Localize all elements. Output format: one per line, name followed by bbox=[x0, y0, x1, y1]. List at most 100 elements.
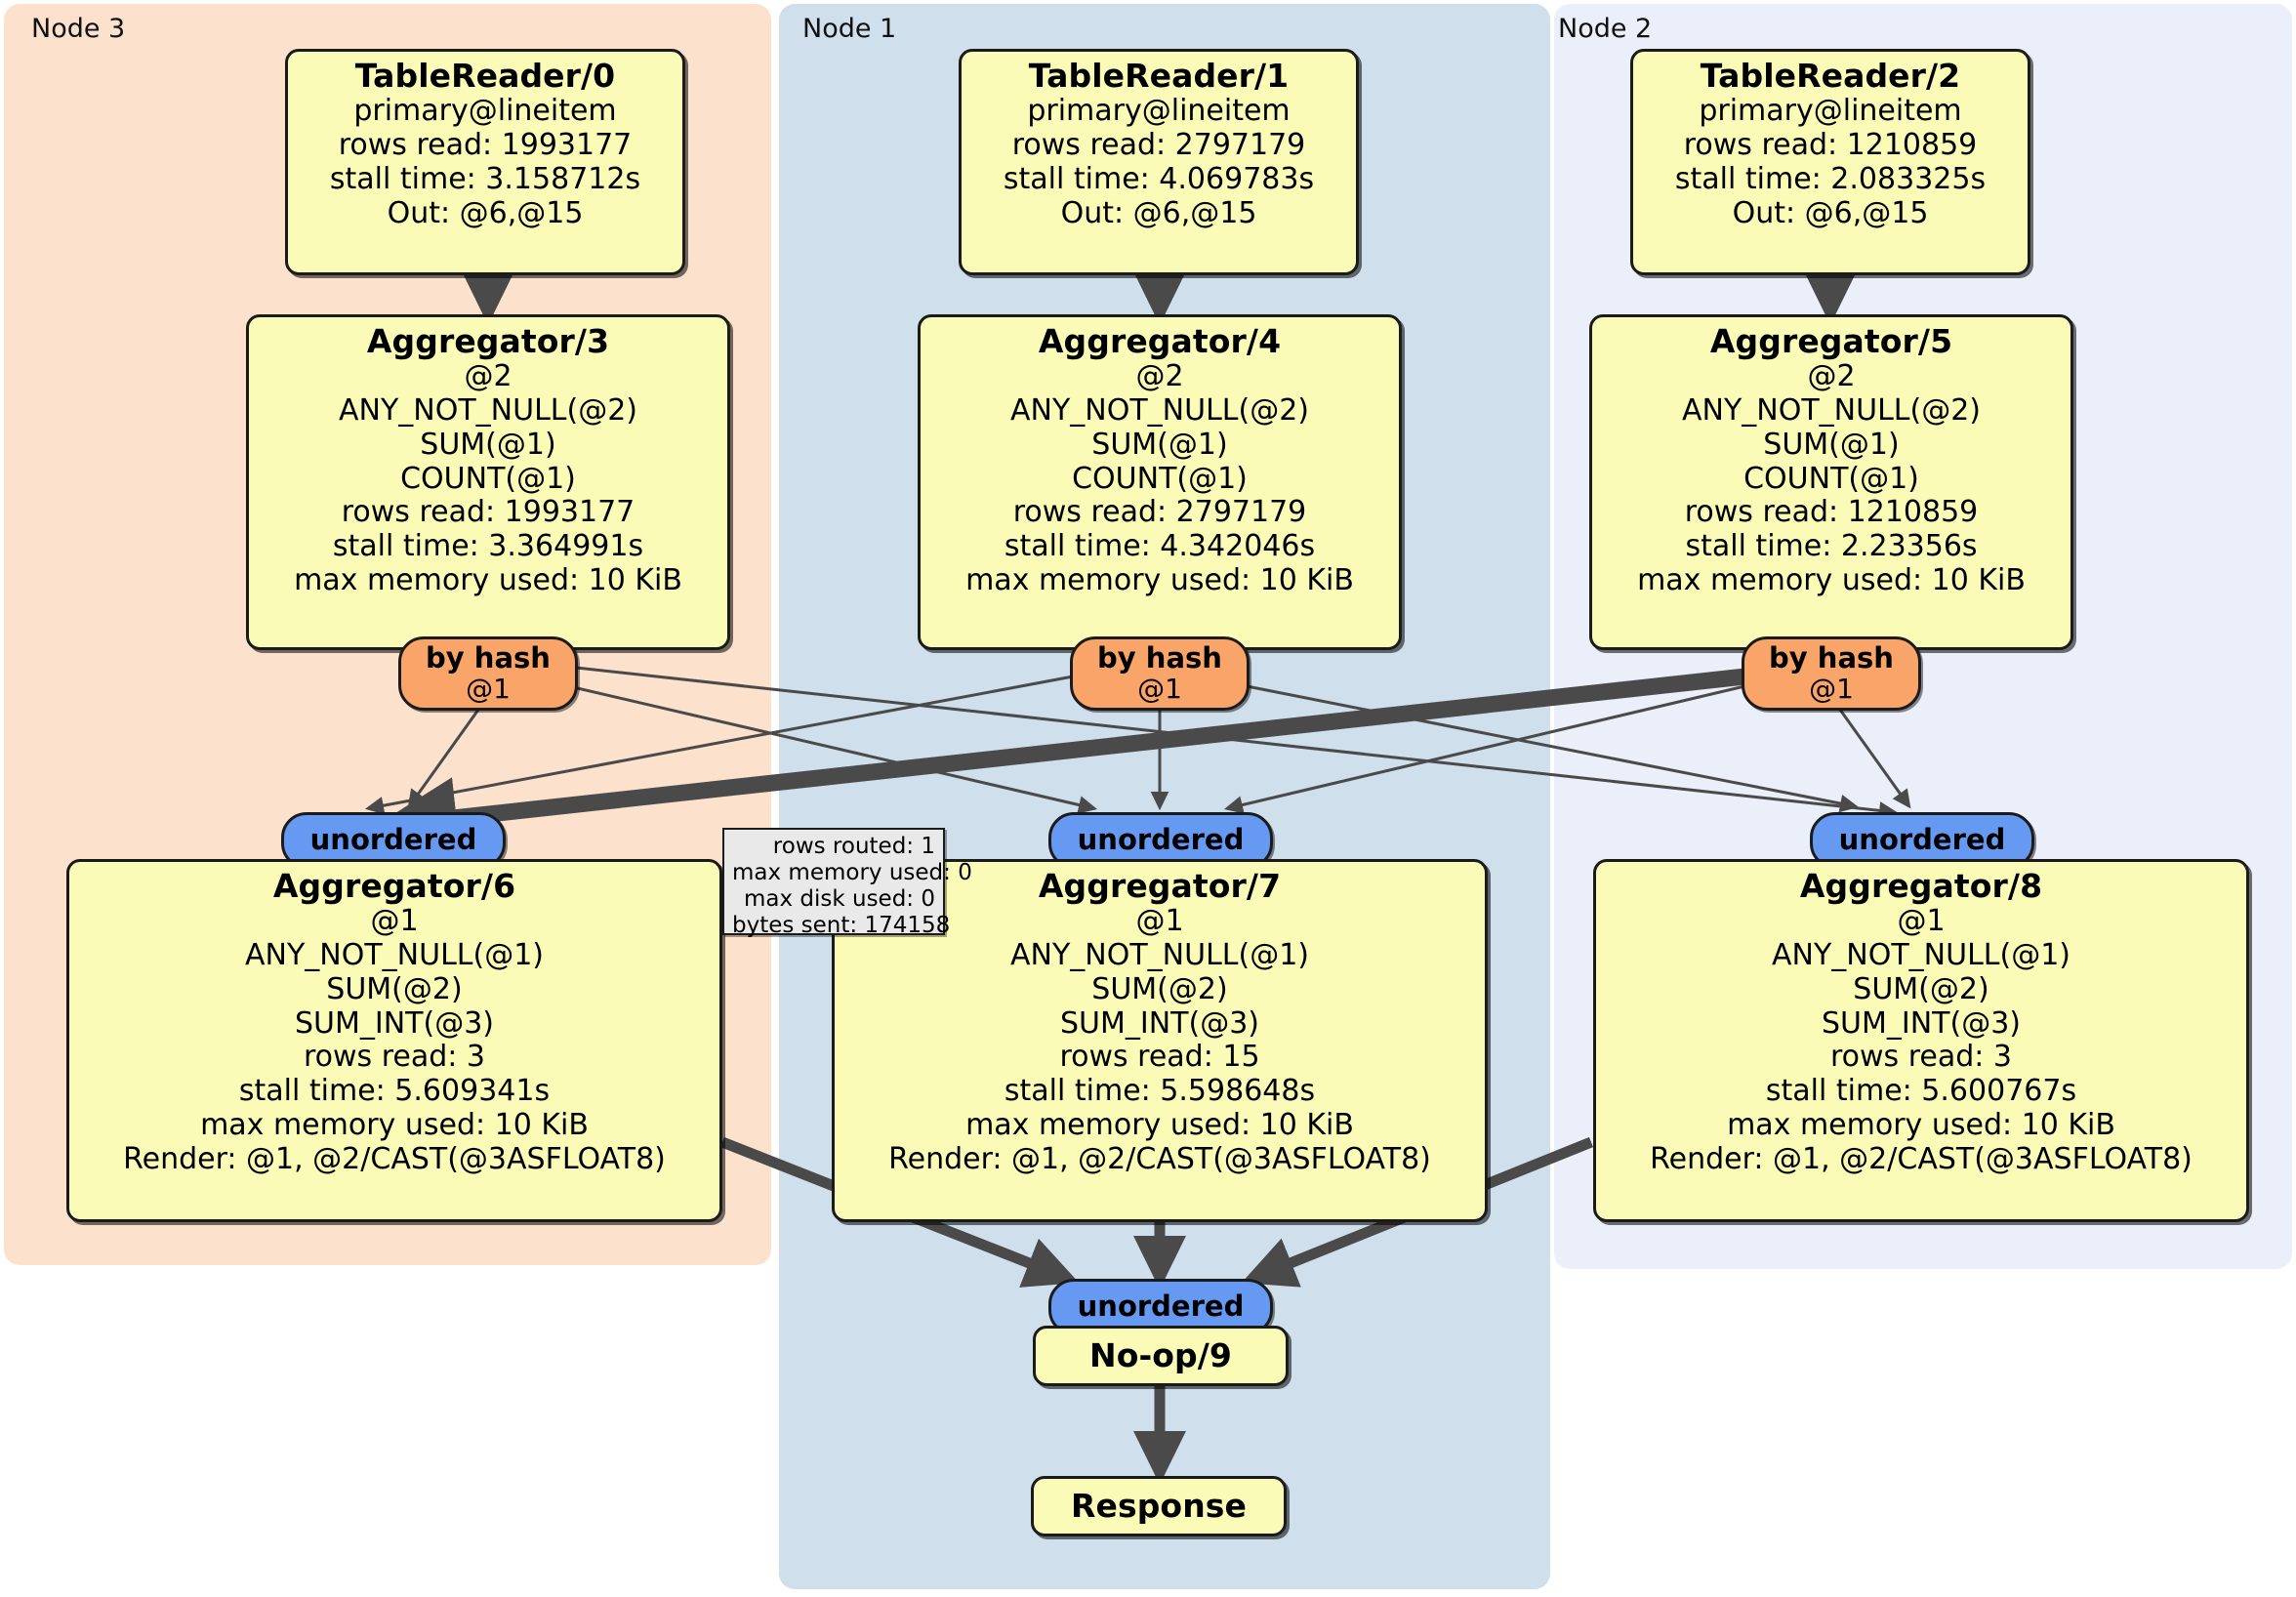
operator-rows-read: rows read: 3 bbox=[303, 1040, 486, 1075]
operator-out-columns: Out: @6,@15 bbox=[1732, 195, 1929, 230]
router-label: by hash bbox=[1769, 640, 1894, 675]
operator-agg-func: SUM(@2) bbox=[326, 971, 463, 1006]
operator-rows-read: rows read: 2797179 bbox=[1012, 495, 1307, 530]
operator-aggregator-5[interactable]: Aggregator/5 @2 ANY_NOT_NULL(@2) SUM(@1)… bbox=[1589, 314, 2073, 650]
operator-group-col: @1 bbox=[370, 904, 419, 939]
router-stats-tooltip: rows routed: 1 max memory used: 0 max di… bbox=[722, 828, 972, 938]
router-column: @1 bbox=[466, 672, 511, 705]
operator-rows-read: rows read: 1993177 bbox=[341, 495, 636, 530]
input-label: unordered bbox=[1077, 1290, 1245, 1324]
stat-max-memory-used: max memory used: 0 bbox=[732, 860, 972, 886]
operator-title: Aggregator/5 bbox=[1709, 322, 1953, 360]
operator-agg-func: SUM(@1) bbox=[1091, 427, 1228, 462]
operator-stall-time: stall time: 2.083325s bbox=[1674, 161, 1987, 196]
router-by-hash-node3[interactable]: by hash @1 bbox=[398, 636, 578, 711]
operator-agg-func: SUM_INT(@3) bbox=[1060, 1005, 1259, 1041]
operator-max-memory: max memory used: 10 KiB bbox=[965, 563, 1354, 598]
operator-response[interactable]: Response bbox=[1031, 1476, 1287, 1536]
operator-title: TableReader/1 bbox=[1028, 57, 1290, 95]
operator-stall-time: stall time: 5.600767s bbox=[1765, 1074, 2077, 1109]
node-panel-label-node1: Node 1 bbox=[802, 14, 897, 44]
operator-agg-func: ANY_NOT_NULL(@1) bbox=[245, 938, 544, 973]
operator-title: TableReader/2 bbox=[1700, 57, 1961, 95]
operator-agg-func: SUM_INT(@3) bbox=[295, 1005, 494, 1041]
operator-aggregator-4[interactable]: Aggregator/4 @2 ANY_NOT_NULL(@2) SUM(@1)… bbox=[918, 314, 1402, 650]
router-label: by hash bbox=[426, 640, 551, 675]
operator-tablereader-0[interactable]: TableReader/0 primary@lineitem rows read… bbox=[285, 49, 685, 275]
operator-aggregator-7[interactable]: Aggregator/7 @1 ANY_NOT_NULL(@1) SUM(@2)… bbox=[832, 859, 1488, 1222]
operator-detail: primary@lineitem bbox=[1699, 94, 1962, 129]
operator-agg-func: ANY_NOT_NULL(@2) bbox=[1682, 393, 1981, 429]
operator-out-columns: Out: @6,@15 bbox=[387, 195, 584, 230]
operator-title: Aggregator/3 bbox=[366, 322, 610, 360]
input-label: unordered bbox=[1838, 823, 2006, 857]
input-label: unordered bbox=[1077, 823, 1245, 857]
operator-title: No-op/9 bbox=[1089, 1335, 1232, 1374]
operator-max-memory: max memory used: 10 KiB bbox=[200, 1108, 589, 1143]
operator-tablereader-2[interactable]: TableReader/2 primary@lineitem rows read… bbox=[1630, 49, 2030, 275]
operator-agg-func: SUM(@1) bbox=[1763, 427, 1900, 462]
operator-group-col: @2 bbox=[464, 359, 512, 394]
operator-agg-func: ANY_NOT_NULL(@1) bbox=[1772, 938, 2070, 973]
node-panel-label-node3: Node 3 bbox=[31, 14, 126, 44]
router-by-hash-node1[interactable]: by hash @1 bbox=[1070, 636, 1250, 711]
operator-stall-time: stall time: 4.069783s bbox=[1003, 161, 1315, 196]
operator-title: Aggregator/7 bbox=[1038, 867, 1282, 905]
operator-agg-func: SUM(@2) bbox=[1853, 971, 1989, 1006]
operator-stall-time: stall time: 3.364991s bbox=[332, 529, 644, 564]
operator-max-memory: max memory used: 10 KiB bbox=[294, 563, 682, 598]
operator-title: TableReader/0 bbox=[354, 57, 616, 95]
stat-max-disk-used: max disk used: 0 bbox=[743, 886, 935, 913]
operator-rows-read: rows read: 1993177 bbox=[338, 128, 633, 163]
operator-stall-time: stall time: 3.158712s bbox=[329, 161, 641, 196]
operator-render: Render: @1, @2/CAST(@3ASFLOAT8) bbox=[123, 1141, 666, 1176]
operator-agg-func: SUM(@1) bbox=[420, 427, 556, 462]
node-panel-label-node2: Node 2 bbox=[1558, 14, 1653, 44]
operator-rows-read: rows read: 15 bbox=[1059, 1040, 1260, 1075]
operator-agg-func: COUNT(@1) bbox=[1072, 461, 1248, 496]
operator-agg-func: COUNT(@1) bbox=[400, 461, 576, 496]
operator-agg-func: ANY_NOT_NULL(@2) bbox=[1010, 393, 1309, 429]
operator-stall-time: stall time: 5.598648s bbox=[1004, 1074, 1316, 1109]
router-label: by hash bbox=[1097, 640, 1222, 675]
operator-agg-func: SUM(@2) bbox=[1091, 971, 1228, 1006]
operator-title: Aggregator/6 bbox=[272, 867, 516, 905]
operator-agg-func: ANY_NOT_NULL(@1) bbox=[1010, 938, 1309, 973]
operator-render: Render: @1, @2/CAST(@3ASFLOAT8) bbox=[888, 1141, 1431, 1176]
input-unordered-node2[interactable]: unordered bbox=[1810, 812, 2034, 869]
operator-aggregator-3[interactable]: Aggregator/3 @2 ANY_NOT_NULL(@2) SUM(@1)… bbox=[246, 314, 730, 650]
operator-tablereader-1[interactable]: TableReader/1 primary@lineitem rows read… bbox=[959, 49, 1359, 275]
operator-noop-9[interactable]: No-op/9 bbox=[1033, 1326, 1289, 1386]
operator-detail: primary@lineitem bbox=[1027, 94, 1291, 129]
operator-stall-time: stall time: 4.342046s bbox=[1004, 529, 1316, 564]
operator-max-memory: max memory used: 10 KiB bbox=[965, 1108, 1354, 1143]
stat-bytes-sent: bytes sent: 174158 bbox=[732, 913, 951, 939]
operator-group-col: @2 bbox=[1807, 359, 1856, 394]
operator-max-memory: max memory used: 10 KiB bbox=[1637, 563, 2026, 598]
operator-out-columns: Out: @6,@15 bbox=[1060, 195, 1257, 230]
operator-group-col: @1 bbox=[1135, 904, 1184, 939]
operator-agg-func: COUNT(@1) bbox=[1743, 461, 1919, 496]
operator-aggregator-6[interactable]: Aggregator/6 @1 ANY_NOT_NULL(@1) SUM(@2)… bbox=[66, 859, 722, 1222]
operator-aggregator-8[interactable]: Aggregator/8 @1 ANY_NOT_NULL(@1) SUM(@2)… bbox=[1593, 859, 2249, 1222]
operator-title: Aggregator/4 bbox=[1038, 322, 1282, 360]
operator-agg-func: ANY_NOT_NULL(@2) bbox=[339, 393, 637, 429]
router-column: @1 bbox=[1137, 672, 1182, 705]
operator-detail: primary@lineitem bbox=[353, 94, 617, 129]
stat-rows-routed: rows routed: 1 bbox=[772, 834, 935, 859]
operator-agg-func: SUM_INT(@3) bbox=[1822, 1005, 2021, 1041]
input-label: unordered bbox=[309, 823, 477, 857]
operator-rows-read: rows read: 3 bbox=[1829, 1040, 2013, 1075]
operator-group-col: @1 bbox=[1897, 904, 1946, 939]
operator-max-memory: max memory used: 10 KiB bbox=[1727, 1108, 2115, 1143]
operator-rows-read: rows read: 1210859 bbox=[1684, 495, 1979, 530]
operator-stall-time: stall time: 5.609341s bbox=[238, 1074, 551, 1109]
operator-stall-time: stall time: 2.23356s bbox=[1685, 529, 1978, 564]
operator-title: Response bbox=[1070, 1486, 1248, 1525]
operator-render: Render: @1, @2/CAST(@3ASFLOAT8) bbox=[1650, 1141, 2193, 1176]
operator-group-col: @2 bbox=[1135, 359, 1184, 394]
operator-rows-read: rows read: 1210859 bbox=[1683, 128, 1978, 163]
router-by-hash-node2[interactable]: by hash @1 bbox=[1742, 636, 1921, 711]
operator-rows-read: rows read: 2797179 bbox=[1011, 128, 1306, 163]
operator-title: Aggregator/8 bbox=[1799, 867, 2043, 905]
